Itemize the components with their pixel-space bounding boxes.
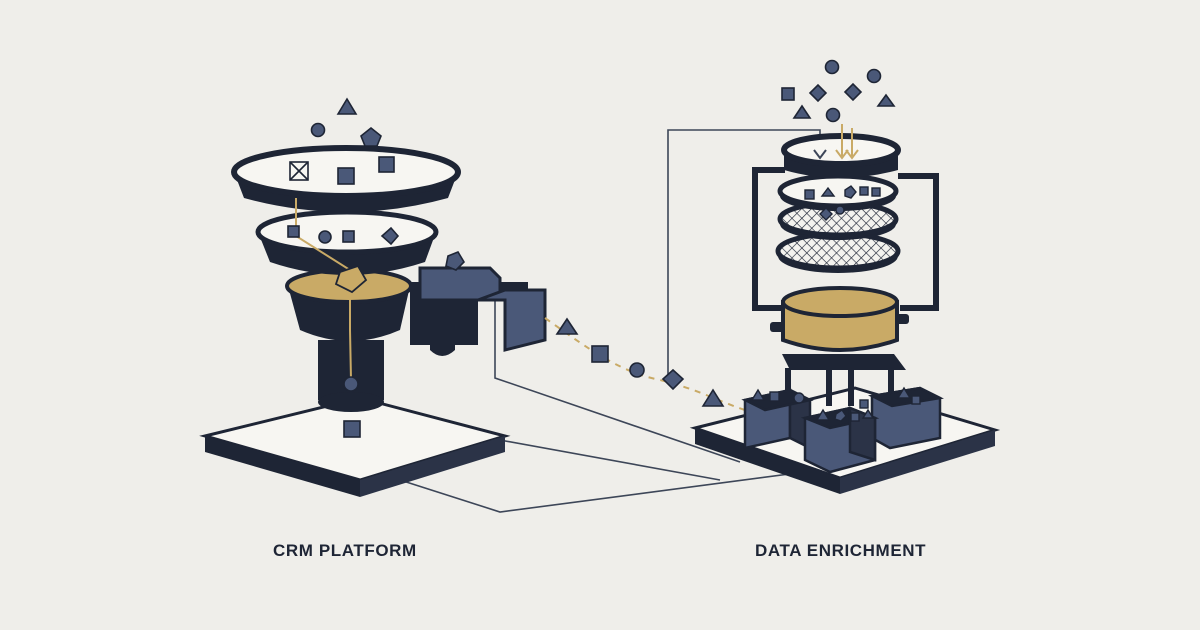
data-flow-shapes — [555, 317, 725, 407]
enrichment-input-shapes — [781, 59, 896, 123]
data-enrichment-label: DATA ENRICHMENT — [755, 541, 927, 560]
output-bin-shapes — [750, 386, 921, 422]
crm-pipe — [410, 251, 547, 356]
crm-platform-base — [199, 396, 511, 497]
enrichment-bracket — [752, 167, 939, 311]
gold-collector — [781, 286, 899, 352]
enrichment-stand — [770, 314, 909, 406]
sieve-shapes — [804, 185, 881, 221]
crm-platform-label: CRM PLATFORM — [273, 541, 417, 560]
hopper-input-arrows — [813, 124, 859, 160]
crm-input-shapes — [287, 97, 400, 438]
